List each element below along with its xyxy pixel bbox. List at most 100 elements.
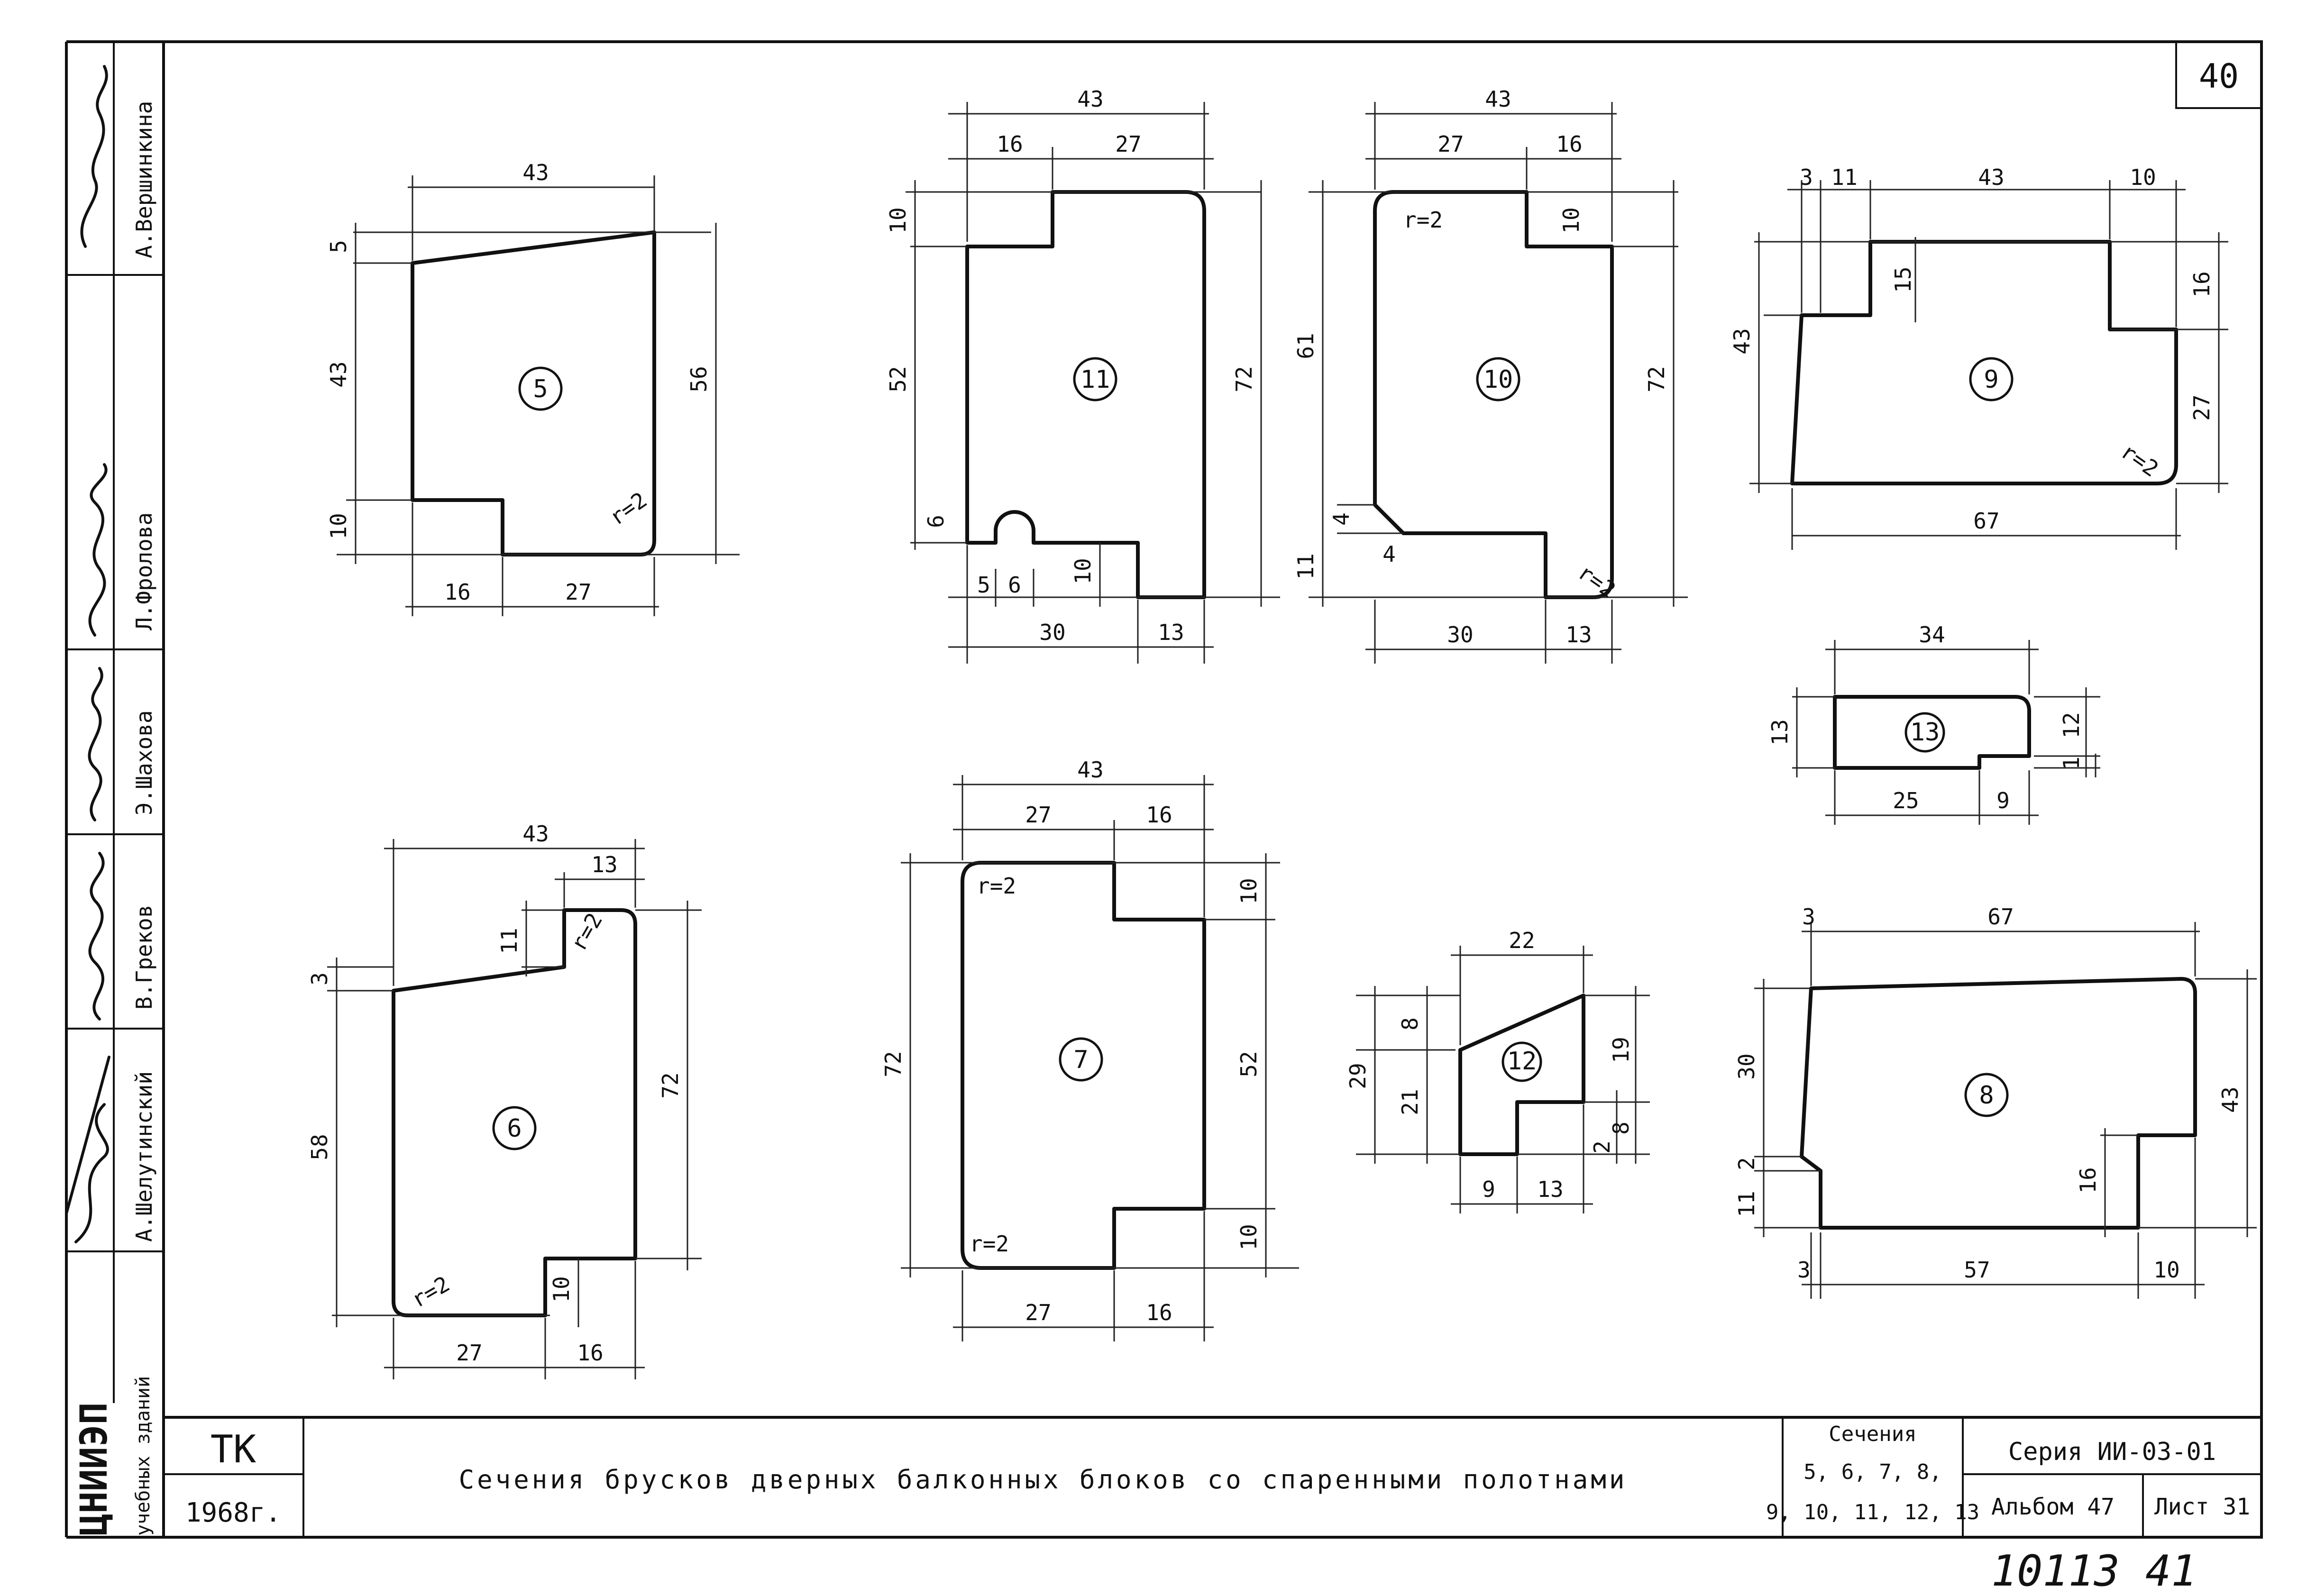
dim-bottom-right: 13: [1565, 622, 1592, 648]
signature-scribble-3: [88, 667, 103, 821]
drawing-title: Сечения брусков дверных балконных блоков…: [459, 1465, 1628, 1495]
signature-scribble-1: [80, 65, 108, 248]
section-6: 6 43 13 11 r=2 3 58 72 r=2 10 27 16: [307, 821, 702, 1379]
dim-height-right: 27: [2189, 394, 2215, 420]
dim-step-height: 1: [2059, 757, 2084, 770]
dim-width-top: 22: [1509, 928, 1535, 953]
dim-bottom-height: 11: [1293, 553, 1318, 579]
dim-groove-offset: 5: [977, 572, 990, 598]
dim-right-step: 10: [2130, 164, 2156, 190]
section-11: 11 43 16 27 10 52 6 72 5 6 10 30 13: [885, 86, 1280, 664]
dim-height-left: 52: [885, 366, 911, 392]
dim-rebate-width: 16: [1146, 802, 1172, 828]
dim-step-height: 16: [2075, 1167, 2101, 1193]
dim-radius-top: r=2: [977, 873, 1016, 899]
dim-rebate-width: 16: [1556, 131, 1582, 157]
dim-bottom-width: 67: [1973, 508, 1999, 534]
dim-bottom-right: 13: [1158, 620, 1184, 645]
dim-groove-width: 6: [1008, 572, 1021, 598]
dim-bottom-right: 13: [1537, 1176, 1563, 1202]
dim-bottom-right: 16: [1146, 1300, 1172, 1325]
dim-step-height: 10: [549, 1276, 574, 1302]
dim-chamfer-h: 4: [1382, 541, 1396, 567]
dim-chamfer-v: 4: [1328, 512, 1354, 526]
series-code: Серия ИИ-03-01: [2008, 1438, 2216, 1466]
section-label: 6: [507, 1114, 522, 1143]
dim-height-left: 13: [1767, 719, 1793, 745]
dim-height-left: 43: [326, 361, 351, 387]
dim-chamfer: 2: [1734, 1157, 1759, 1170]
section-9: 9 3 11 43 10 15 16 43 27 r=2 67: [1729, 164, 2228, 550]
dim-radius-bottom: r=2: [970, 1231, 1009, 1257]
dim-width-top: 43: [522, 160, 549, 185]
dim-rebate-width: 11: [1831, 164, 1857, 190]
sheet-number: 40: [2199, 57, 2239, 96]
section-label: 8: [1979, 1081, 1994, 1110]
dim-width-top: 43: [522, 821, 549, 847]
section-label: 12: [1507, 1047, 1537, 1076]
institute-subtitle: учебных зданий: [132, 1376, 154, 1536]
dim-radius-bottom: r=2: [407, 1271, 454, 1313]
signature-name-1: А.Вершинкина: [131, 101, 157, 258]
dim-top-width: 43: [1978, 164, 2004, 190]
dim-bottom-right: 10: [2153, 1257, 2179, 1283]
dim-bottom-width: 57: [1964, 1257, 1990, 1283]
dim-rebate-height: 10: [326, 513, 351, 539]
sheet-frame: [65, 40, 2263, 1539]
dim-top-width: 13: [591, 852, 617, 877]
sections-list-1: 5, 6, 7, 8,: [1803, 1460, 1941, 1484]
dim-slope: 11: [496, 928, 522, 954]
section-label: 9: [1984, 365, 1998, 394]
dim-rebate-height-bottom: 10: [1236, 1224, 1262, 1250]
dim-width-top: 67: [1987, 904, 2014, 930]
dim-offset-small-bottom: 3: [1797, 1257, 1811, 1283]
dim-height-left: 30: [1734, 1053, 1759, 1079]
dim-radius: r=2: [604, 487, 651, 530]
sheet-list-number: Лист 31: [2154, 1494, 2250, 1520]
dim-height-left: 21: [1397, 1089, 1423, 1115]
dim-bottom-height: 11: [1734, 1191, 1759, 1217]
dim-step-height: 8: [1608, 1122, 1634, 1135]
dim-bottom-left: 27: [456, 1340, 482, 1366]
dim-width-top: 34: [1919, 622, 1945, 648]
dim-offset-small: 3: [1800, 164, 1813, 190]
dim-rebate-height: 10: [885, 207, 911, 233]
album-number: Альбом 47: [1991, 1494, 2115, 1520]
dim-height-total: 29: [1345, 1063, 1371, 1089]
dim-height-right: 56: [686, 366, 712, 392]
section-label: 11: [1080, 365, 1110, 394]
dim-offset-small: 3: [307, 972, 332, 985]
dim-groove-height: 6: [923, 515, 949, 528]
section-7: 7 43 27 16 r=2 10 72 52 r=2 10 27 16: [880, 757, 1299, 1341]
section-label: 13: [1910, 718, 1940, 747]
dim-top-width: 27: [1115, 131, 1141, 157]
dim-right-step-height: 16: [2189, 271, 2215, 297]
dim-slope: 5: [326, 240, 351, 253]
dim-radius-top: r=2: [566, 909, 607, 956]
dim-height-left: 58: [307, 1134, 332, 1160]
dim-height-left: 72: [880, 1051, 906, 1077]
dim-height-right: 19: [1608, 1037, 1634, 1063]
section-10: 10 43 27 16 r=2 10 61 72 4 4 11 r=2 30 1…: [1293, 86, 1688, 664]
dim-step-height: 10: [1070, 558, 1096, 584]
dim-height-right: 72: [1644, 366, 1669, 392]
dim-bottom-left: 25: [1893, 788, 1919, 813]
dim-width-top: 43: [1077, 757, 1103, 783]
dim-top-width: 27: [1437, 131, 1464, 157]
org-code: ТК: [211, 1427, 256, 1471]
dim-bottom-right: 16: [577, 1340, 603, 1366]
section-5: 5 43 5 43 10 56 16 27 r=2: [326, 160, 740, 616]
dim-offset-small-top: 3: [1802, 904, 1815, 930]
dim-height-left: 43: [1729, 328, 1755, 354]
sections-list-2: 9, 10, 11, 12, 13: [1766, 1500, 1979, 1524]
dim-height-right: 72: [658, 1072, 683, 1098]
section-label: 5: [533, 375, 548, 403]
signature-scribble-2: [88, 463, 108, 637]
dim-rebate-height-top: 10: [1236, 878, 1262, 904]
dim-height-right: 43: [2217, 1086, 2243, 1113]
dim-bottom-left: 30: [1039, 620, 1065, 645]
year: 1968г.: [185, 1497, 281, 1528]
signature-name-2: Л.Фролова: [131, 512, 157, 630]
signature-name-3: Э.Шахова: [131, 710, 157, 815]
